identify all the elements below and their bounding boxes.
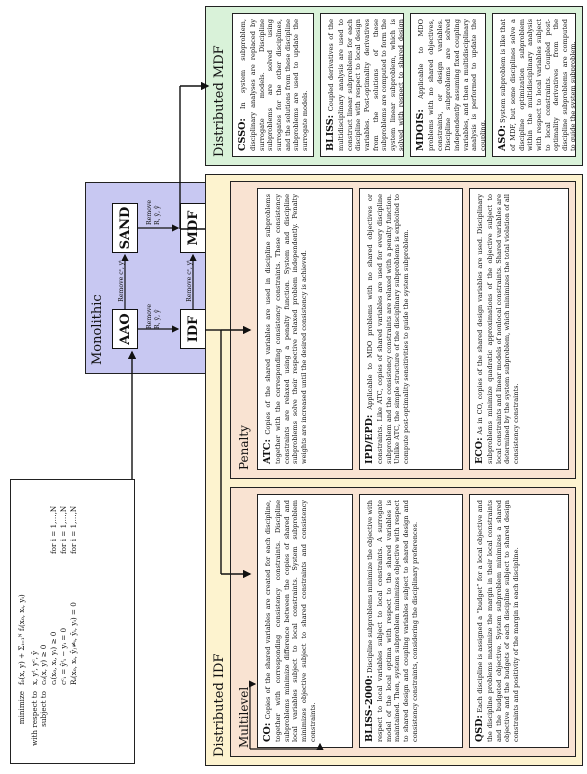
monolithic-panel: Monolithic AAO SAND IDF MDF Remove cᶜ, y… bbox=[85, 182, 212, 374]
monolithic-arrows bbox=[121, 224, 197, 333]
